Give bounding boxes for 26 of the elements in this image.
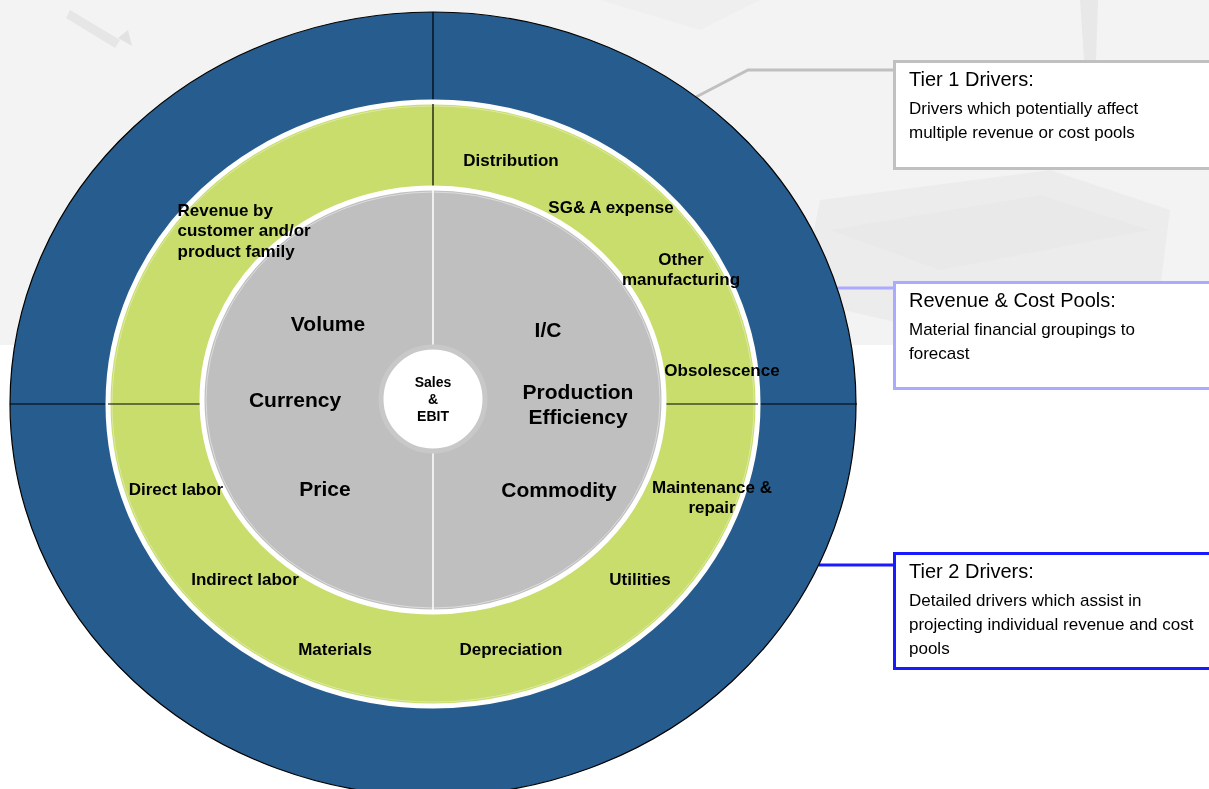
leader-line [695,68,893,99]
callout-description: Detailed drivers which assist in projecting individual revenue and cost pools [909,590,1194,660]
callout-heading: Tier 1 Drivers: [909,68,1035,91]
driver-label: I/C [534,317,562,343]
callout-box [893,552,1209,670]
callout-description: Drivers which potentially affect multiple revenue or cost pools [909,98,1140,144]
pool-label: Utilities [609,569,671,591]
driver-label: Commodity [501,477,617,503]
pool-label: Materials [298,639,372,661]
callout-description: Material financial groupings to forecast [909,319,1136,365]
leader-line [818,563,893,567]
center-label: Sales & EBIT [413,373,453,425]
pool-label: SG& A expense [548,197,674,219]
callout-heading: Revenue & Cost Pools: [909,289,1117,312]
driver-label: Currency [248,387,342,413]
callout-box [893,60,1209,170]
pool-label: Distribution [463,150,559,172]
pool-label: Direct labor [128,479,224,501]
leader-line [837,286,893,290]
driver-label: Production Efficiency [521,378,635,430]
callout-heading: Tier 2 Drivers: [909,560,1035,583]
callout-box [893,281,1209,390]
pool-label: Indirect labor [191,569,299,591]
driver-label: Price [299,476,351,502]
driver-label: Volume [290,311,366,337]
pool-label: Depreciation [459,639,563,661]
